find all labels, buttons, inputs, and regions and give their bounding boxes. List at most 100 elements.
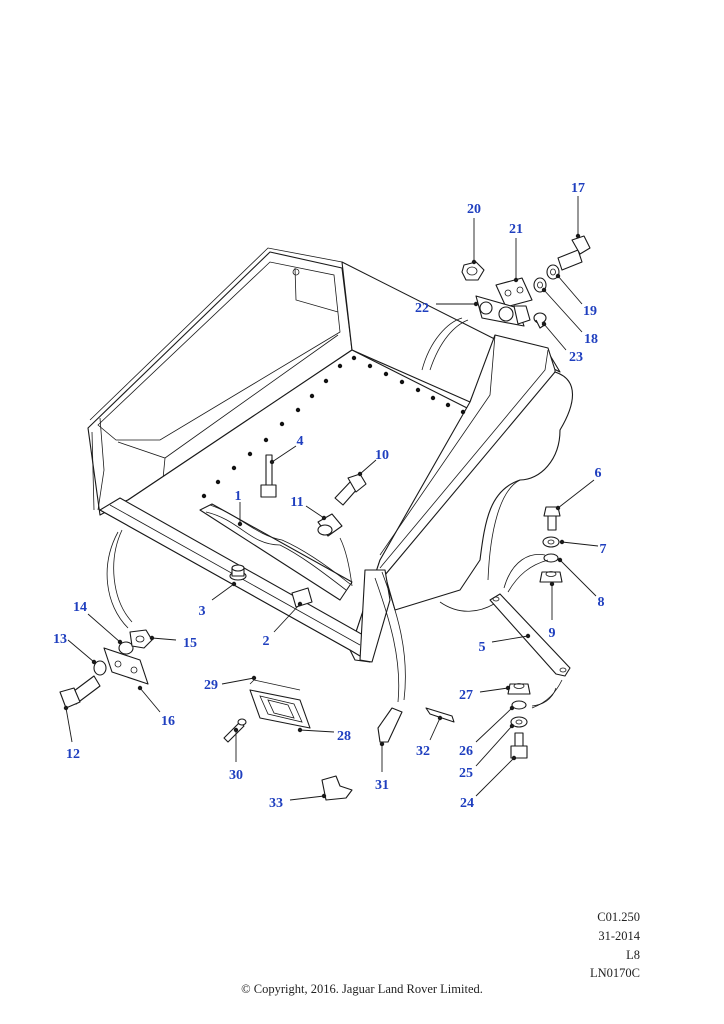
nut-part-27: [507, 683, 531, 695]
bolt-part-10: [334, 473, 367, 506]
leader-line-14: [87, 613, 121, 643]
callout-label-15: 15: [183, 636, 197, 651]
leader-dot-9: [549, 581, 555, 587]
callout-18: 18: [541, 287, 598, 347]
leader-line-23: [543, 323, 567, 351]
rivet-part-30: [223, 718, 247, 743]
leader-dot-5: [525, 633, 531, 639]
callout-25: 25: [459, 723, 515, 781]
bracket-part-22: [475, 295, 531, 327]
callout-label-22: 22: [415, 301, 429, 316]
grommet-part-28: [249, 689, 311, 729]
callout-label-2: 2: [263, 634, 270, 649]
callout-15: 15: [149, 635, 197, 651]
leader-dot-15: [149, 635, 155, 641]
drawing-number: LN0170C: [590, 966, 640, 980]
leader-line-10: [359, 459, 377, 475]
callout-23: 23: [541, 321, 583, 365]
callout-27: 27: [459, 685, 511, 703]
callout-label-3: 3: [199, 604, 206, 619]
leader-dot-1: [237, 521, 243, 527]
plate-part-21: [495, 277, 533, 308]
leader-dot-4: [269, 459, 275, 465]
callout-label-17: 17: [571, 181, 585, 196]
leader-line-3: [211, 583, 235, 601]
bolt-part-17: [557, 235, 591, 271]
leader-dot-26: [509, 705, 515, 711]
leader-line-29: [221, 677, 255, 685]
callout-4: 4: [269, 434, 304, 465]
callout-label-8: 8: [598, 595, 605, 610]
leader-dot-29: [251, 675, 257, 681]
callout-label-20: 20: [467, 202, 481, 217]
callout-label-25: 25: [459, 766, 473, 781]
leader-line-13: [67, 639, 95, 663]
callout-label-18: 18: [584, 332, 598, 347]
callout-label-4: 4: [297, 434, 304, 449]
callout-31: 31: [375, 741, 389, 793]
callout-label-30: 30: [229, 768, 243, 783]
callout-11: 11: [290, 495, 327, 521]
callout-16: 16: [137, 685, 175, 729]
leader-dot-20: [471, 259, 477, 265]
callout-label-26: 26: [459, 744, 473, 759]
assembly-arcs: [106, 317, 563, 709]
strap-part-5: [489, 593, 571, 677]
pin-part-32: [425, 707, 455, 723]
leader-line-18: [543, 289, 583, 333]
leader-dot-10: [357, 471, 363, 477]
callout-label-24: 24: [460, 796, 474, 811]
leader-line-32: [429, 717, 441, 741]
callout-label-28: 28: [337, 729, 351, 744]
callout-label-11: 11: [290, 495, 303, 510]
callout-19: 19: [555, 273, 597, 319]
leader-line-15: [151, 637, 177, 641]
leader-dot-13: [91, 659, 97, 665]
leader-dot-7: [559, 539, 565, 545]
callout-label-9: 9: [549, 626, 556, 641]
callout-10: 10: [357, 448, 389, 477]
callout-label-21: 21: [509, 222, 523, 237]
leader-dot-2: [297, 601, 303, 607]
leader-line-24: [475, 757, 515, 797]
callout-label-1: 1: [235, 489, 242, 504]
callout-14: 14: [73, 600, 123, 645]
part-callouts: 1234567891011121314151617181920212223242…: [53, 181, 607, 811]
callout-label-13: 13: [53, 632, 67, 647]
washer-part-26: [511, 700, 527, 710]
reference-date: 31-2014: [598, 929, 640, 943]
clip-part-31: [377, 707, 403, 743]
callout-17: 17: [571, 181, 585, 239]
plate-part-16: [103, 647, 149, 685]
leader-line-8: [559, 559, 597, 597]
reference-code: C01.250: [597, 910, 640, 924]
leader-line-27: [479, 687, 509, 693]
leader-dot-18: [541, 287, 547, 293]
leader-dot-6: [555, 505, 561, 511]
callout-6: 6: [555, 466, 602, 511]
callout-8: 8: [557, 557, 605, 610]
leader-line-12: [65, 707, 73, 743]
callout-label-32: 32: [416, 744, 430, 759]
callout-3: 3: [199, 581, 237, 619]
callout-30: 30: [229, 727, 243, 783]
callout-label-14: 14: [73, 600, 87, 615]
callout-label-27: 27: [459, 688, 473, 703]
callout-label-19: 19: [583, 304, 597, 319]
leader-dot-23: [541, 321, 547, 327]
washer-part-7: [542, 536, 560, 548]
leader-dot-3: [231, 581, 237, 587]
leader-dot-19: [555, 273, 561, 279]
leader-dot-22: [473, 301, 479, 307]
nut-part-9: [539, 571, 563, 583]
bolt-part-24: [510, 732, 528, 759]
leader-dot-25: [509, 723, 515, 729]
callout-label-29: 29: [204, 678, 218, 693]
bracket-part-33: [321, 775, 353, 801]
callout-1: 1: [235, 489, 243, 527]
washer-part-13: [93, 660, 107, 676]
callout-label-33: 33: [269, 796, 283, 811]
callout-label-6: 6: [595, 466, 602, 481]
bolt-part-6: [543, 506, 561, 531]
